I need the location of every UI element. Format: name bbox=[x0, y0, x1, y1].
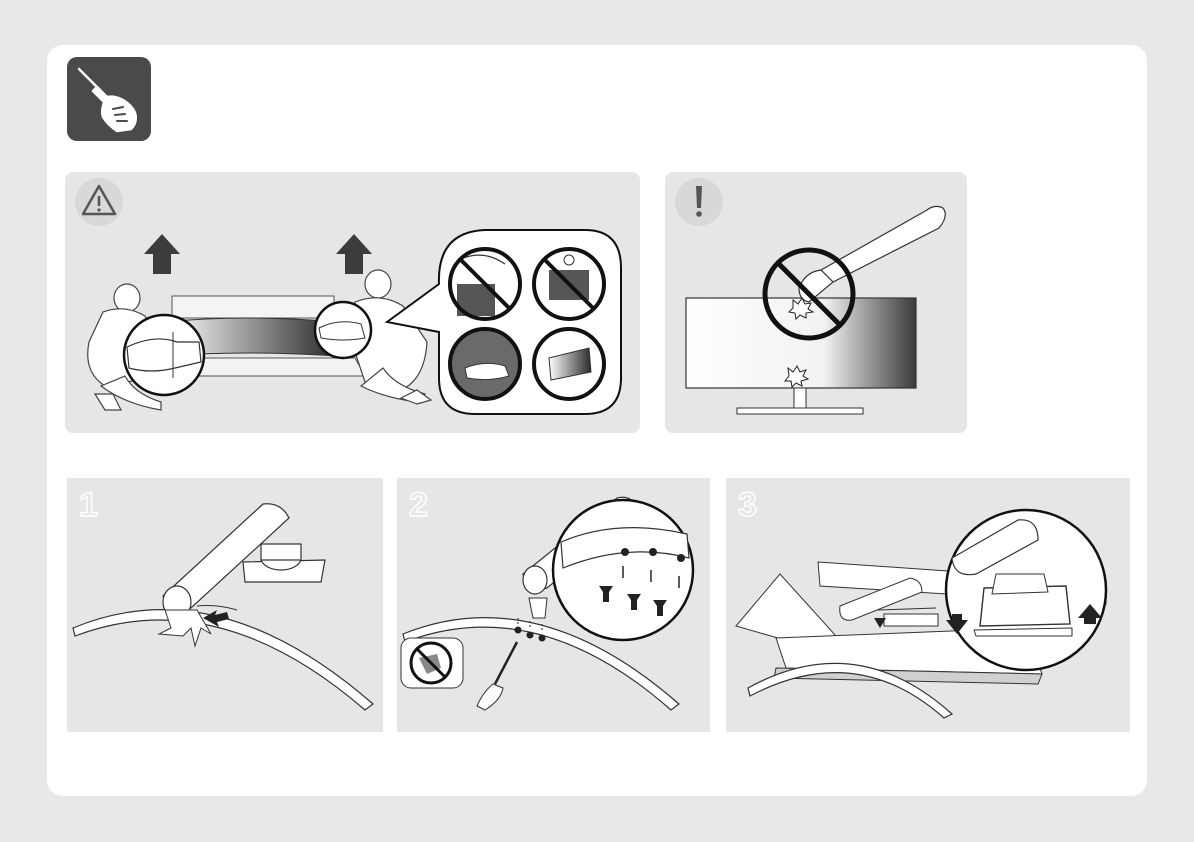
prohibited-one-person-carry-icon bbox=[534, 249, 604, 319]
notice-press-screen-panel bbox=[665, 172, 967, 433]
no-power-drill-icon bbox=[401, 638, 463, 688]
warning-triangle-icon bbox=[75, 178, 123, 226]
step-2-panel: 2 bbox=[397, 478, 710, 732]
lift-up-arrow-icon bbox=[144, 234, 180, 274]
step-1-panel: 1 bbox=[67, 478, 383, 732]
screwdriver-hand-icon bbox=[67, 57, 151, 141]
prohibited-grip-panel-icon bbox=[450, 329, 520, 399]
caution-lifting-panel bbox=[65, 172, 640, 433]
correct-two-hand-carry-icon bbox=[534, 329, 604, 399]
lift-up-arrow-icon bbox=[336, 234, 372, 274]
exclamation-icon bbox=[675, 178, 723, 226]
step-3-panel: 3 bbox=[726, 478, 1130, 732]
prohibited-touch-screen-icon bbox=[450, 249, 520, 319]
